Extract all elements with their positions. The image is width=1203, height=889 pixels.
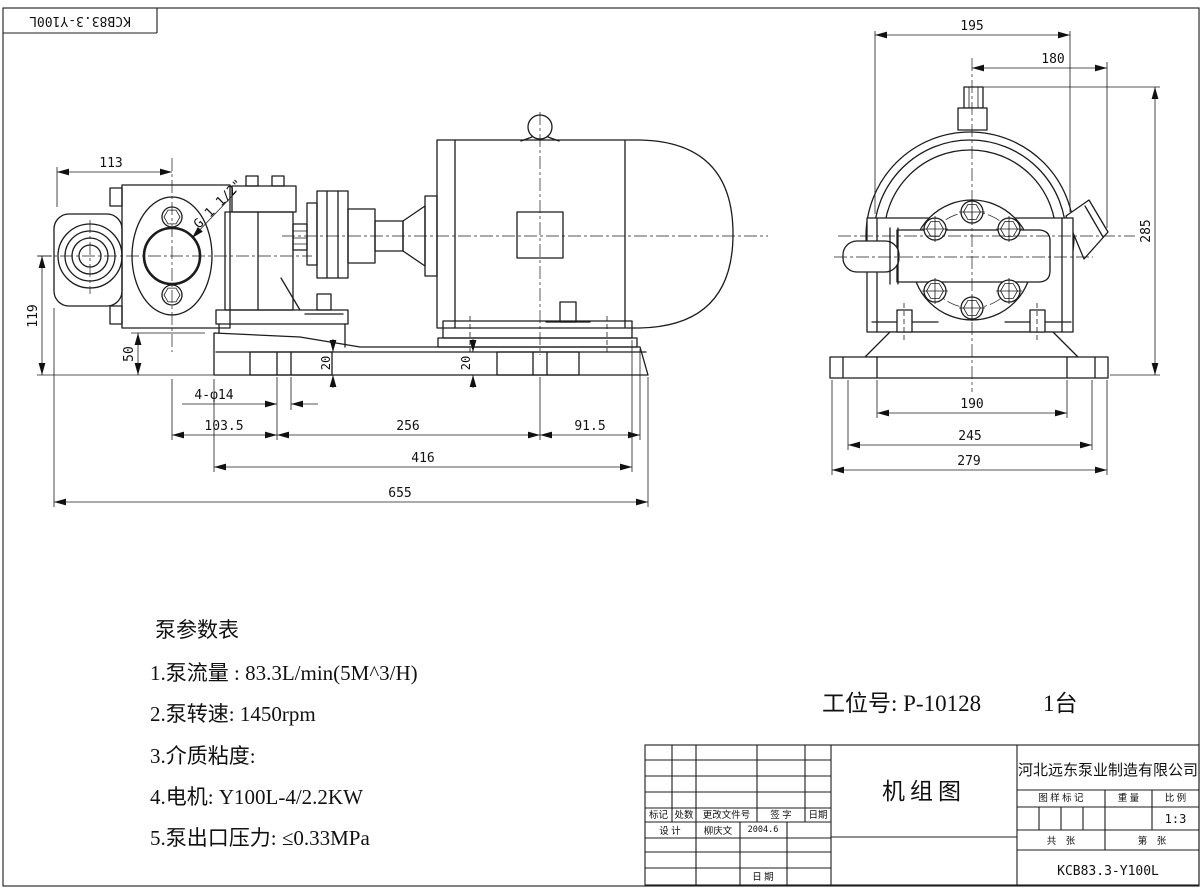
note-viscosity: 3.介质粘度: <box>150 744 256 768</box>
dim-256: 256 <box>396 419 419 434</box>
part-number: KCB83.3-Y100L <box>1057 864 1159 879</box>
notes-title: 泵参数表 <box>155 618 239 642</box>
note-flow: 1.泵流量 : 83.3L/min(5M^3/H) <box>150 661 418 685</box>
weight-header: 重 量 <box>1118 792 1140 804</box>
sheets-total: 共 张 <box>1047 836 1076 847</box>
mark-header: 图 样 标 记 <box>1038 792 1084 804</box>
dim-245: 245 <box>958 429 981 444</box>
scale-value: 1:3 <box>1165 812 1187 826</box>
design-date: 2004.6 <box>748 825 779 835</box>
station-line: 工位号: P-10128 1台 <box>822 691 1078 716</box>
drawing-title: 机组图 <box>882 779 966 804</box>
centerlines <box>38 58 1135 392</box>
side-view <box>829 86 1109 379</box>
sheet-border: KCB83.3-Y100L <box>2 7 1200 887</box>
dim-20-right: 20 <box>459 356 473 370</box>
dim-416: 416 <box>411 451 434 466</box>
dim-180: 180 <box>1041 52 1064 67</box>
rev-date-header: 日期 <box>808 810 827 821</box>
design-label: 设 计 <box>659 825 681 837</box>
title-block: 标记 处数 更改文件号 签 字 日期 设 计 柳庆文 2004.6 日 期 机组… <box>644 744 1200 886</box>
date-label: 日 期 <box>752 872 773 883</box>
note-speed: 2.泵转速: 1450rpm <box>150 702 316 726</box>
sheet-no: 第 张 <box>1138 835 1167 847</box>
dim-655: 655 <box>388 486 411 501</box>
dim-119: 119 <box>26 304 41 327</box>
dim-195: 195 <box>960 19 983 34</box>
designer-name: 柳庆文 <box>704 825 733 837</box>
side-view-dimensions: 195 180 285 190 245 279 <box>831 19 1160 475</box>
pump-parameter-notes: 泵参数表 1.泵流量 : 83.3L/min(5M^3/H) 2.泵转速: 14… <box>150 618 418 850</box>
dim-91-5: 91.5 <box>574 419 605 434</box>
scale-header: 比 例 <box>1165 792 1186 804</box>
note-pressure: 5.泵出口压力: ≤0.33MPa <box>150 826 370 850</box>
rev-sign-header: 签 字 <box>770 809 791 821</box>
rev-mark-header: 标记 <box>649 809 669 821</box>
front-view <box>53 114 734 376</box>
note-motor: 4.电机: Y100L-4/2.2KW <box>150 785 363 809</box>
dim-50: 50 <box>122 346 137 362</box>
station-qty: 1台 <box>1043 691 1078 716</box>
dim-20-left: 20 <box>319 356 333 370</box>
dim-113: 113 <box>99 156 122 171</box>
cover-bolts <box>922 199 1022 321</box>
company-name: 河北远东泵业制造有限公司 <box>1018 762 1198 779</box>
corner-part-number: KCB83.3-Y100L <box>29 13 131 28</box>
dim-285: 285 <box>1139 219 1154 242</box>
rev-docno-header: 更改文件号 <box>703 809 751 821</box>
front-view-dimensions: 113 119 50 20 20 4-φ14 103.5 256 91.5 41… <box>26 156 649 507</box>
rev-count-header: 处数 <box>674 809 694 821</box>
station-number: 工位号: P-10128 <box>822 691 981 716</box>
dim-190: 190 <box>960 397 983 412</box>
dim-103-5: 103.5 <box>204 419 243 434</box>
dim-279: 279 <box>957 454 980 469</box>
